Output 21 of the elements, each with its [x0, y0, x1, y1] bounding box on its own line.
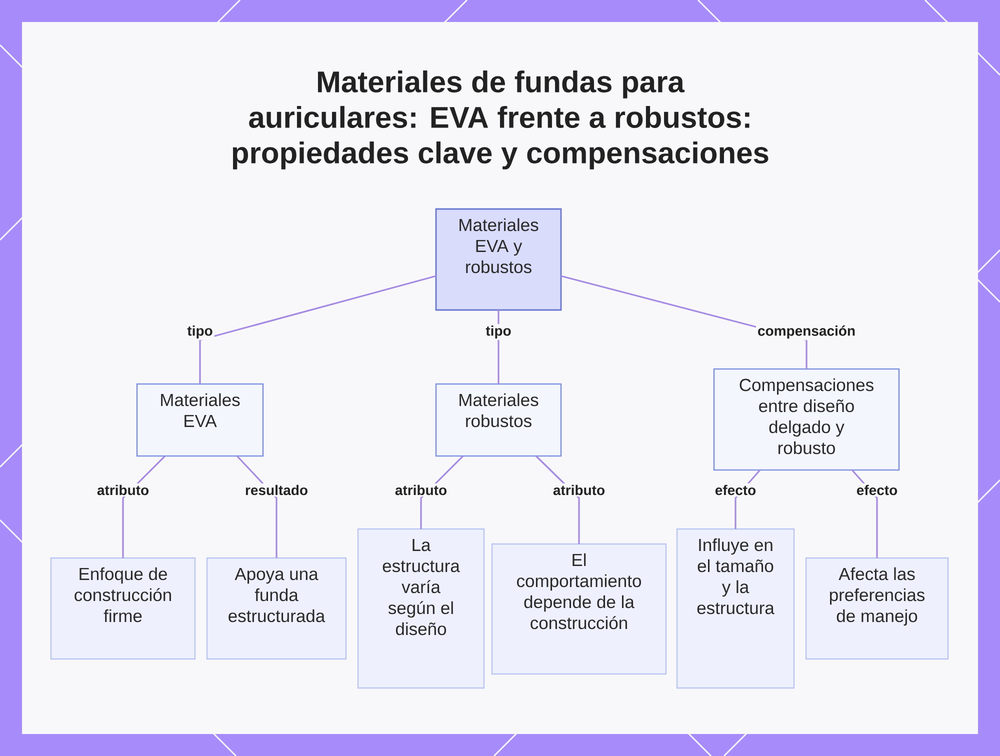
edge-label: atributo [551, 483, 607, 497]
concept-box: La estructura varía según el diseño [357, 528, 485, 689]
concept-box: El comportamiento depende de la construcción [491, 543, 667, 675]
edge-label: resultado [244, 483, 310, 497]
concept-box: Apoya una funda estructurada [206, 557, 347, 660]
edge-label: tipo [186, 324, 214, 340]
edge-label: atributo [95, 483, 151, 497]
edge-label: tipo [484, 324, 513, 340]
concept-box: Materiales EVA [136, 383, 264, 457]
concept-box: Materiales robustos [435, 383, 562, 457]
concept-box: Compensaciones entre diseño delgado y robusto [713, 368, 900, 471]
concept-box: Afecta las preferencias de manejo [805, 557, 949, 660]
edge-label: atributo [393, 483, 449, 497]
connector [199, 275, 436, 384]
concept-box: Materiales EVA y robustos [435, 208, 562, 311]
title: Materiales de fundas para auriculares: EVA frente a robustos: propiedades clave y compensaciones [232, 70, 768, 170]
concept-box: Influye en el tamaño y la estructura [676, 528, 795, 689]
edge-label: compensación [756, 324, 858, 340]
edge-label: efecto [713, 483, 758, 497]
edge-label: efecto [854, 483, 900, 497]
concept-box: Enfoque de construcción firme [50, 557, 196, 660]
